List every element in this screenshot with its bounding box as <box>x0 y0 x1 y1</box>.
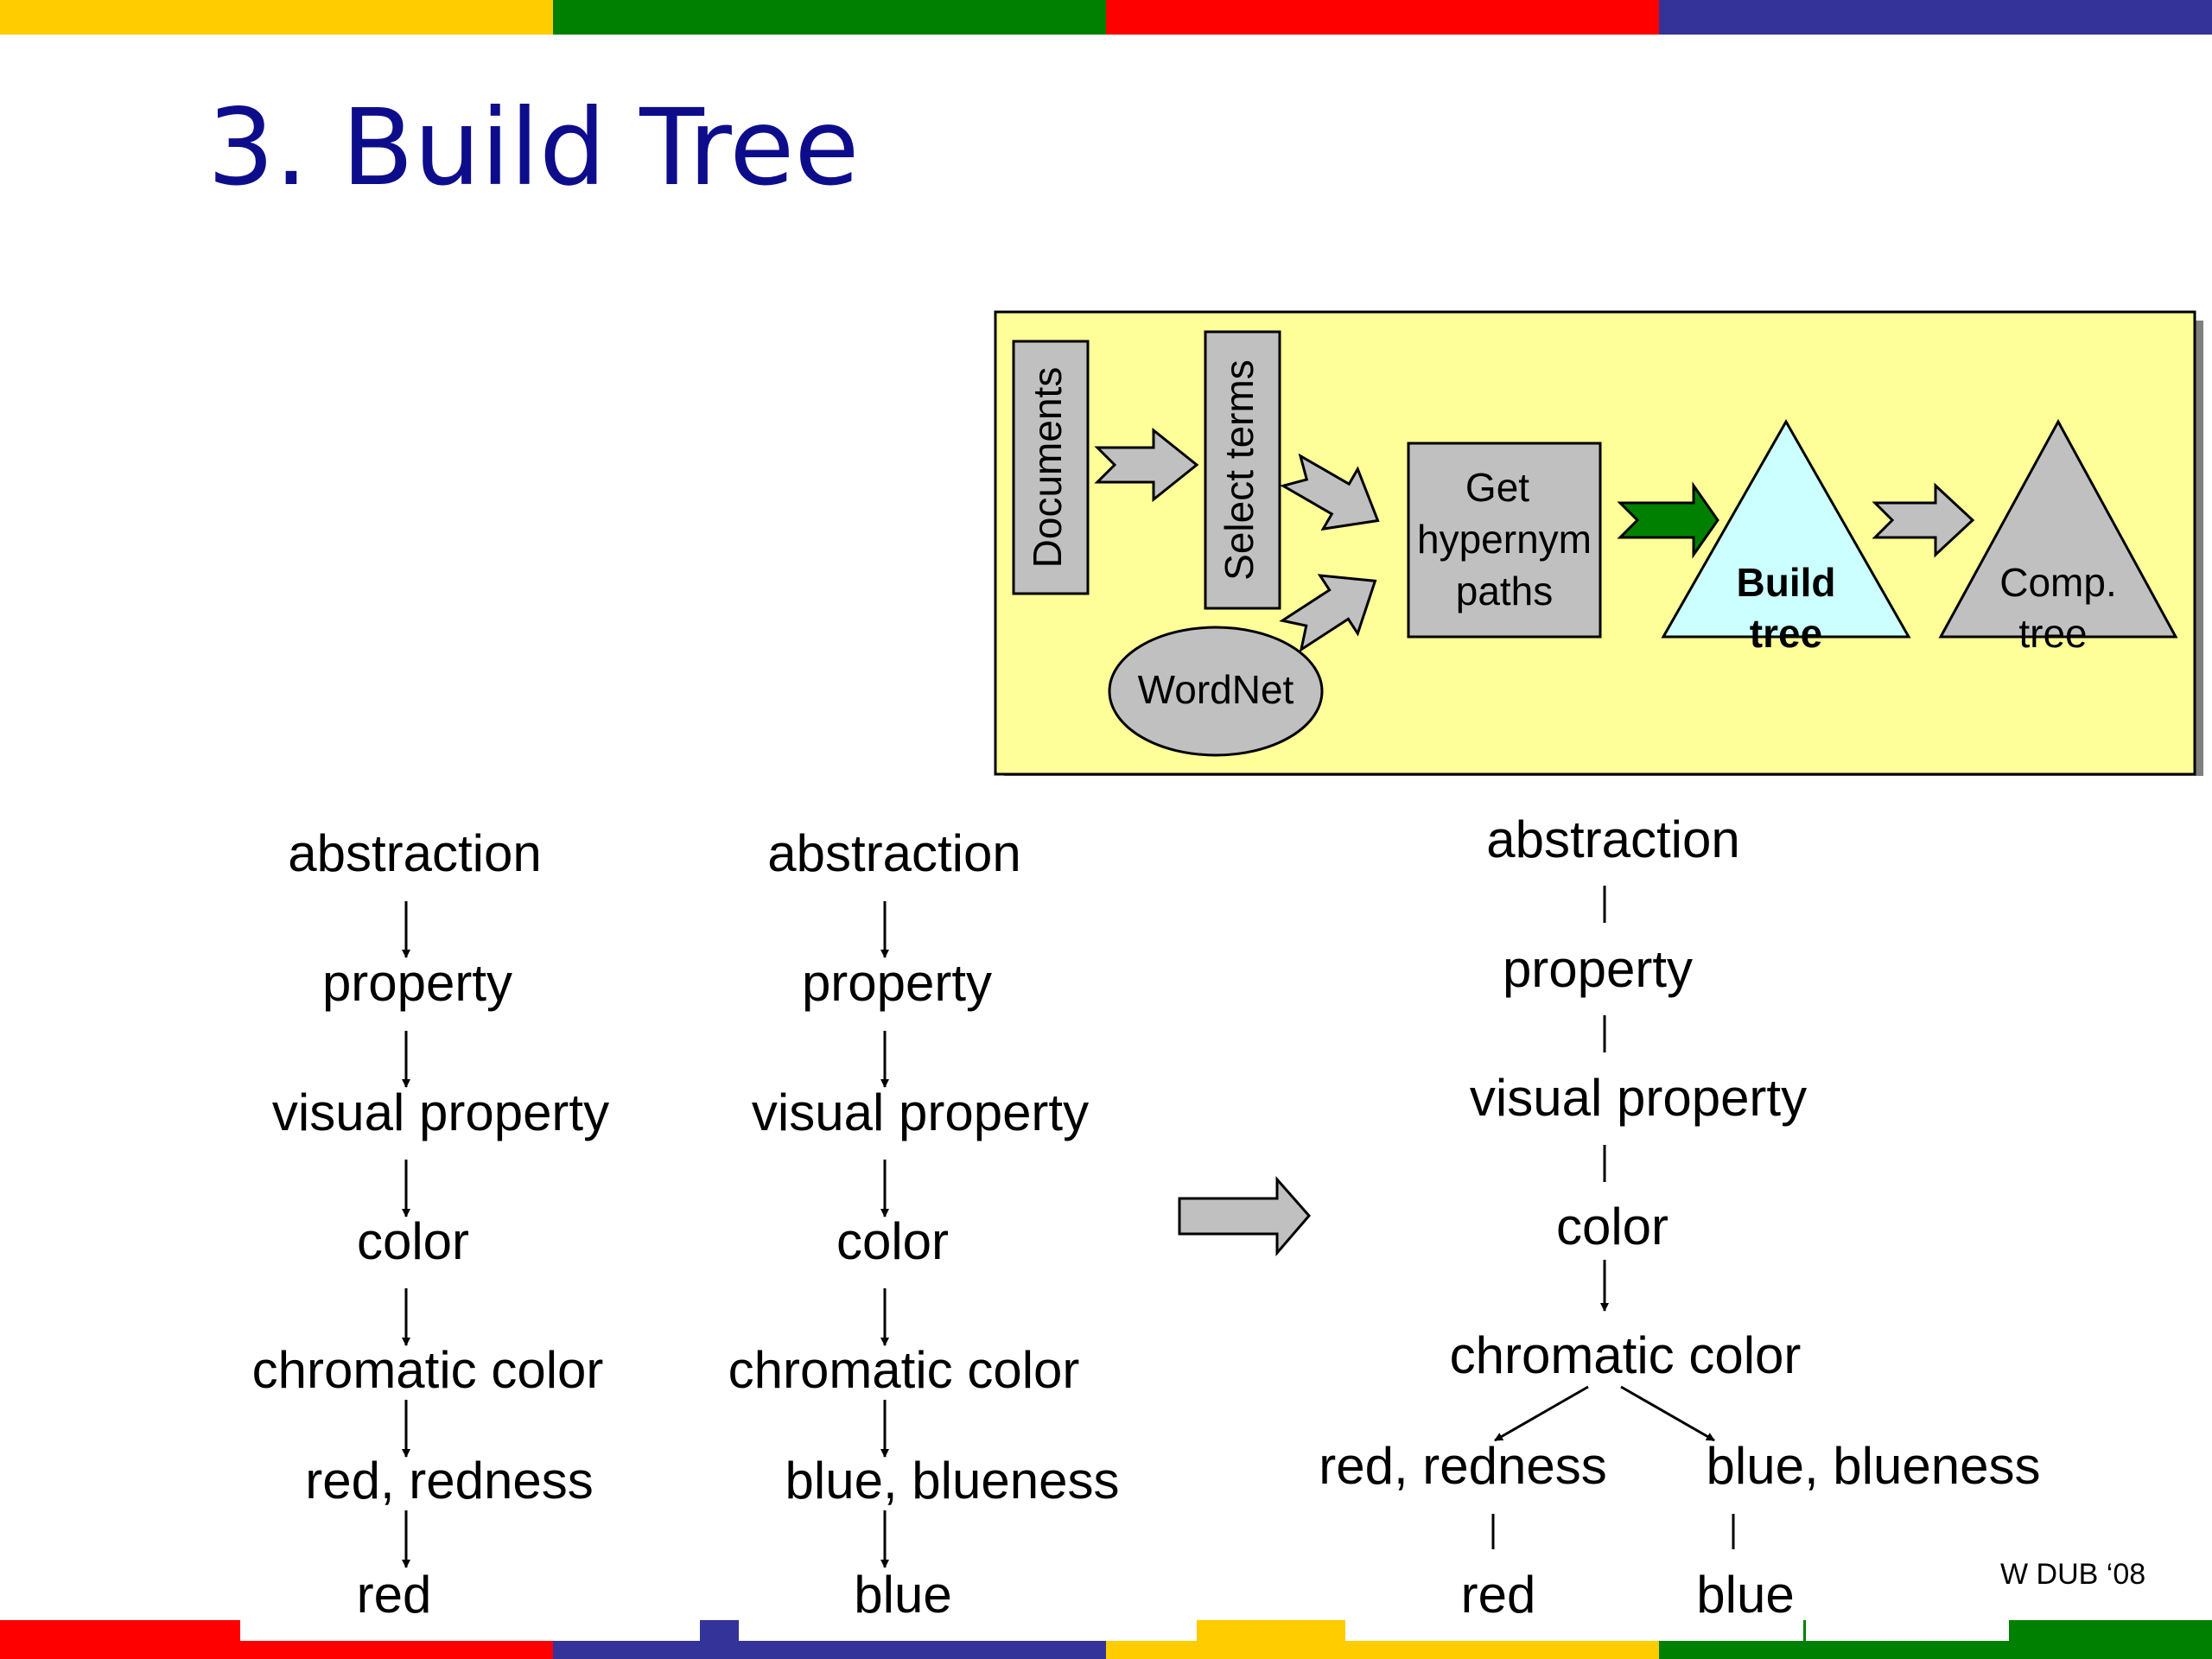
build-tree-line2: tree <box>1750 611 1822 656</box>
path-node: blue <box>854 1566 951 1624</box>
stripe-cover <box>240 1620 700 1641</box>
get-paths-box <box>1407 442 1602 639</box>
documents-label: Documents <box>1025 367 1070 569</box>
path-node: color <box>836 1212 949 1270</box>
path-node: property <box>322 954 512 1012</box>
get-paths-line3: paths <box>1456 569 1554 613</box>
select-terms-box <box>1204 330 1281 610</box>
stripe-yellow <box>0 0 553 35</box>
path-node: abstraction <box>288 824 542 882</box>
tree-node: red <box>1461 1566 1536 1624</box>
tree-edge <box>1494 1385 1589 1442</box>
get-paths-line2: hypernym <box>1417 517 1592 562</box>
tree-node: visual property <box>1470 1069 1807 1127</box>
tree-node: property <box>1503 940 1693 998</box>
active-step-arrow <box>1617 481 1719 559</box>
arrow-build-to-comp <box>1872 482 1975 558</box>
tree-node: blue <box>1696 1566 1794 1624</box>
build-tree-line1: Build <box>1737 560 1836 605</box>
stripe-cover <box>739 1620 1197 1641</box>
path-node: chromatic color <box>252 1341 604 1399</box>
path-node: red <box>357 1566 432 1624</box>
path-node: color <box>357 1212 469 1270</box>
tree-node: blue, blueness <box>1707 1437 2041 1495</box>
tree-node: red, redness <box>1319 1437 1607 1495</box>
slide-footer: W DUB ‘08 <box>2000 1558 2146 1591</box>
tree-node: color <box>1556 1198 1669 1255</box>
pipeline-inset: Documents Select terms WordNet Get hyper… <box>994 310 2203 776</box>
hypernym-path-left: abstraction property visual property col… <box>252 824 609 1624</box>
hypernym-path-middle: abstraction property visual property col… <box>728 824 1120 1624</box>
path-node: red, redness <box>305 1452 594 1510</box>
comp-tree-triangle <box>1938 418 2178 639</box>
arrow-documents-to-select <box>1094 427 1199 503</box>
stripe-cover <box>1345 1620 1803 1641</box>
select-terms-label: Select terms <box>1217 359 1262 581</box>
tree-edge <box>1620 1385 1715 1442</box>
path-node: visual property <box>272 1084 609 1141</box>
arrow-wordnet-to-paths <box>1279 574 1377 653</box>
wordnet-ellipse <box>1108 626 1324 757</box>
slide-title: 3. Build Tree <box>207 86 860 209</box>
comp-tree-line1: Comp. <box>1999 560 2116 605</box>
stripe-green <box>553 0 1106 35</box>
stripe-navy <box>1659 0 2212 35</box>
path-node: chromatic color <box>728 1341 1080 1399</box>
tree-node: chromatic color <box>1450 1326 1802 1384</box>
documents-box <box>1012 340 1090 595</box>
path-node: blue, blueness <box>785 1452 1120 1510</box>
merge-arrow <box>1178 1176 1311 1257</box>
path-node: abstraction <box>767 824 1021 882</box>
comp-tree-line2: tree <box>2018 611 2087 656</box>
tree-node: abstraction <box>1486 810 1740 868</box>
get-paths-line1: Get <box>1465 465 1529 510</box>
build-tree-triangle <box>1661 418 1911 639</box>
merged-tree: abstraction property visual property col… <box>1319 810 2040 1624</box>
arrow-select-to-paths <box>1280 453 1380 531</box>
stripe-cover <box>1806 1620 2009 1641</box>
top-color-stripe <box>0 0 2212 35</box>
wordnet-label: WordNet <box>1138 667 1294 712</box>
path-node: property <box>802 954 992 1012</box>
path-node: visual property <box>752 1084 1089 1141</box>
stripe-red <box>1106 0 1659 35</box>
